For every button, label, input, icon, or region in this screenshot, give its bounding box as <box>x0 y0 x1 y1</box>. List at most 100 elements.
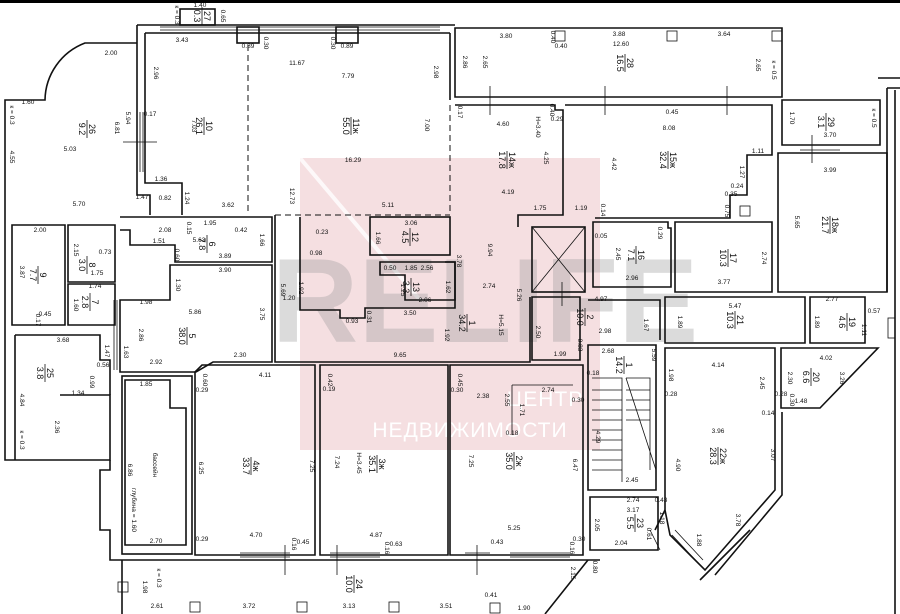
dimension-label: 5.63 <box>193 237 206 244</box>
room-area: 5.5 <box>625 517 635 530</box>
dimension-label: 1.30 <box>174 279 181 292</box>
dimension-label: 0.19 <box>323 386 336 393</box>
room-label: 124.5 <box>400 228 420 246</box>
room-area: 6.6 <box>801 371 811 384</box>
room-area: 10.0 <box>344 575 354 593</box>
room-number: 8 <box>87 262 97 267</box>
dimension-label: 1.74 <box>89 283 102 290</box>
dimension-label: 1.85 <box>140 381 153 388</box>
top-border <box>0 0 900 3</box>
dimension-label: 0.15 <box>185 222 192 235</box>
room-label: 72.8 <box>80 293 100 311</box>
dimension-label: 0.30 <box>262 37 269 50</box>
room-area: 55.0 <box>341 117 351 135</box>
dimension-label: 3.90 <box>219 267 232 274</box>
room-label: 270.3 <box>192 7 212 25</box>
dimension-label: 0.60 <box>201 374 208 387</box>
dimension-label: 3.80 <box>500 33 513 40</box>
dimension-label: 2.50 <box>534 326 541 339</box>
dimension-label: 2.30 <box>786 372 793 385</box>
dimension-label: 2.68 <box>602 348 615 355</box>
dimension-label: 5.59 <box>650 349 657 362</box>
dimension-label: 3.89 <box>219 253 232 260</box>
dimension-label: 2.74 <box>627 497 640 504</box>
room-number: 28 <box>625 58 635 68</box>
dimension-label: 0.43 <box>491 539 504 546</box>
dimension-label: 3.87 <box>18 266 25 279</box>
dimension-label: 2.77 <box>826 296 839 303</box>
dimension-label: 5.26 <box>515 289 522 302</box>
dimension-label: 1.63 <box>122 346 129 359</box>
dimension-label: 2.86 <box>461 56 468 69</box>
dimension-label: 5.94 <box>124 112 131 125</box>
dimension-label: 1.62 <box>444 281 451 294</box>
dimension-label: 0.45 <box>297 539 310 546</box>
room-area: 3.8 <box>35 367 45 380</box>
room-area: 10.0 <box>575 308 585 326</box>
dimension-label: 0.24 <box>731 183 744 190</box>
room-number: 16 <box>636 250 646 260</box>
room-label: 167.1 <box>626 246 646 264</box>
room-area: 7.8 <box>197 238 207 251</box>
dimension-label: Н=3.40 <box>534 116 541 138</box>
dimension-label: 1.75 <box>534 205 547 212</box>
dimension-label: 3.77 <box>718 279 731 286</box>
dimension-label: 0.93 <box>346 318 359 325</box>
dimension-label: 7.25 <box>467 455 474 468</box>
room-label: 83.0 <box>77 256 97 274</box>
dimension-label: 0.14 <box>599 204 606 217</box>
dimension-label: 1.70 <box>788 112 795 125</box>
dimension-label: 0.17 <box>34 314 41 327</box>
dimension-label: 3.13 <box>343 603 356 610</box>
room-label: 235.5 <box>625 514 645 532</box>
room-area: 4.6 <box>837 316 847 329</box>
room-area: 26.1 <box>194 117 204 135</box>
dimension-label: 2.04 <box>615 540 628 547</box>
dimension-label: 2.74 <box>542 387 555 394</box>
dimension-label: 3.78 <box>734 514 741 527</box>
dimension-label: 1.20 <box>283 295 296 302</box>
dimension-label: 0.80 <box>591 561 598 574</box>
dimension-label: к = 0.5 <box>870 108 877 128</box>
dimension-label: 2.06 <box>419 297 432 304</box>
dimension-label: 2.30 <box>234 352 247 359</box>
dimension-label: 0.89 <box>242 43 255 50</box>
dimension-label: 0.56 <box>97 362 110 369</box>
dimension-label: 0.29 <box>196 387 209 394</box>
dimension-label: 1.71 <box>518 404 525 417</box>
dimension-label: Н=3.45 <box>355 452 362 474</box>
dimension-label: 11.67 <box>289 60 305 67</box>
dimension-label: 5.47 <box>729 303 742 310</box>
room-area: 21.7 <box>820 216 830 234</box>
room-area: 34.2 <box>457 314 467 332</box>
dimension-label: 0.61 <box>645 528 652 541</box>
dimension-label: 3.51 <box>440 603 453 610</box>
dimension-label: 2.56 <box>421 265 434 272</box>
dimension-label: 4.02 <box>820 355 833 362</box>
dimension-label: 0.29 <box>551 116 564 123</box>
room-number: 24 <box>354 579 364 589</box>
dimension-label: 0.75 <box>723 205 730 218</box>
dimension-label: 9.94 <box>486 244 493 257</box>
room-number: 17 <box>728 253 738 263</box>
dimension-label: 1.95 <box>204 220 217 227</box>
room-area: 28.3 <box>708 447 718 465</box>
room-number: 29 <box>826 117 836 127</box>
dimension-label: 2.45 <box>758 377 765 390</box>
room-label: 538.0 <box>177 327 197 345</box>
dimension-label: 4.87 <box>370 532 383 539</box>
dimension-label: 4.60 <box>497 121 510 128</box>
dimension-label: 6.25 <box>197 462 204 475</box>
dimension-label: 1.75 <box>91 270 104 277</box>
dimension-label: 0.17 <box>144 111 157 118</box>
dimension-label: 3.70 <box>824 132 837 139</box>
room-label: 114.2 <box>614 356 634 374</box>
room-area: 2.8 <box>80 296 90 309</box>
